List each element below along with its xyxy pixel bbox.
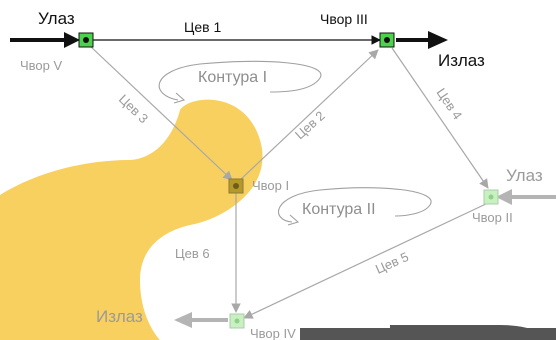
loop-2-arc <box>277 187 432 223</box>
edge-cev-2 <box>239 49 379 181</box>
label-node-v: Чвор V <box>20 58 62 73</box>
edge-cev-5 <box>243 202 489 319</box>
node-iv[interactable] <box>229 313 245 329</box>
node-v[interactable] <box>78 32 94 48</box>
output-arrow-iv-head <box>174 312 192 328</box>
blob-decoration <box>0 99 263 340</box>
output-arrow-iii-head <box>428 31 448 49</box>
label-branch-1: Цев 1 <box>184 19 221 35</box>
node-iii[interactable] <box>379 32 395 48</box>
label-in-v: Улаз <box>38 9 75 28</box>
label-branch-6: Цев 6 <box>175 246 210 261</box>
label-out-iv: Излаз <box>96 307 143 326</box>
label-loop-2: Контура II <box>302 201 376 218</box>
node-ii[interactable] <box>483 189 499 205</box>
loop-1-arc <box>158 60 322 101</box>
node-i[interactable] <box>228 178 244 194</box>
edge-cev-3 <box>89 45 233 181</box>
input-arrow-ii-head <box>496 189 512 205</box>
input-arrow-v-head <box>64 32 80 48</box>
label-in-ii: Улаз <box>506 166 543 185</box>
label-node-i: Чвор I <box>252 178 289 193</box>
label-node-iii: Чвор III <box>320 11 368 27</box>
dark-arc-decoration <box>390 325 556 340</box>
label-branch-5: Цев 5 <box>373 249 411 277</box>
label-branch-4: Цев 4 <box>434 85 466 122</box>
label-out-iii: Излаз <box>438 51 485 70</box>
label-node-ii: Чвор II <box>472 210 513 225</box>
label-branch-3: Цев 3 <box>116 91 151 126</box>
loop-1-arrowhead <box>173 92 186 104</box>
label-node-iv: Чвор IV <box>250 326 296 340</box>
edge-cev-4 <box>391 47 489 189</box>
label-loop-1: Контура I <box>198 69 267 86</box>
label-branch-2: Цев 2 <box>292 108 328 142</box>
loop-2-arrowhead <box>287 214 300 226</box>
